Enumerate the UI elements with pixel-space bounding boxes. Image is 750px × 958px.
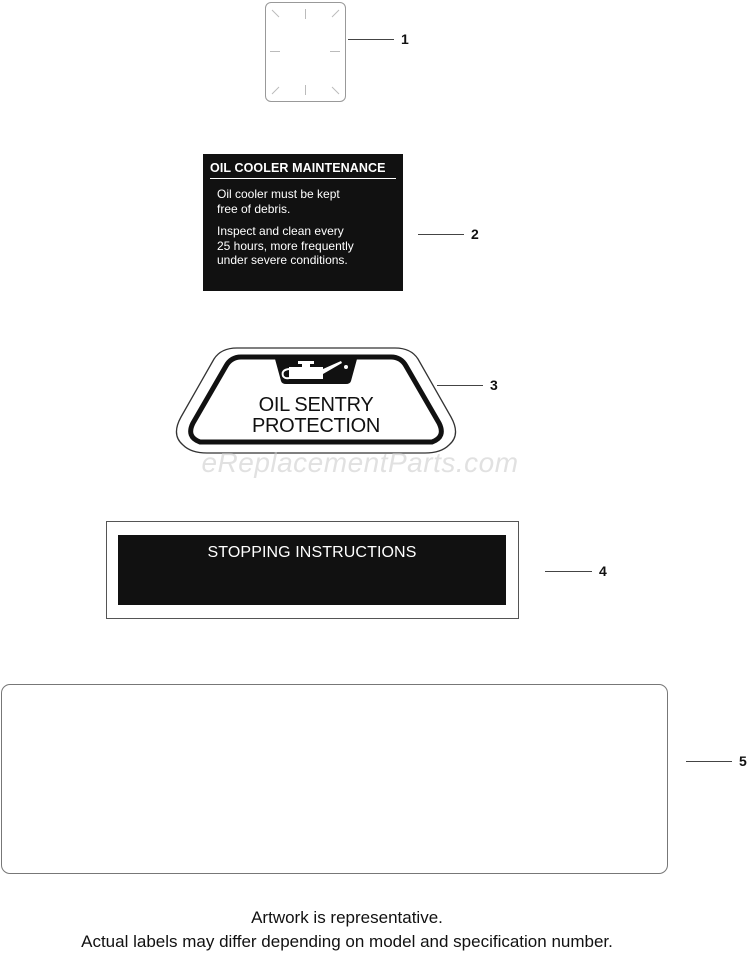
label-line: 25 hours, more frequently: [217, 238, 354, 253]
blank-label-1: [265, 2, 346, 102]
label-line-1: OIL SENTRY: [258, 394, 374, 416]
callout-number-3: 3: [490, 377, 498, 393]
blank-label-5: [1, 684, 668, 874]
label-outline: [175, 347, 457, 454]
label-paragraph: Inspect and clean every 25 hours, more f…: [217, 224, 396, 268]
crop-mark: [270, 51, 280, 52]
footer-line-2: Actual labels may differ depending on mo…: [81, 932, 613, 951]
label-line: free of debris.: [217, 201, 291, 216]
label-line: Inspect and clean every: [217, 224, 344, 238]
callout-line-3: [437, 385, 483, 386]
label-line: Oil cooler must be kept: [217, 187, 340, 201]
crop-mark: [330, 51, 340, 52]
callout-line-4: [545, 571, 592, 572]
oil-can-icon: [275, 359, 357, 384]
callout-line-2: [418, 234, 464, 235]
footer-line-1: Artwork is representative.: [251, 908, 443, 927]
crop-mark-diagonals: [271, 9, 340, 95]
callout-number-1: 1: [401, 31, 409, 47]
footer-note: Artwork is representative. Actual labels…: [0, 906, 694, 954]
stopping-instructions-label: STOPPING INSTRUCTIONS: [106, 521, 519, 619]
label-line-2: PROTECTION: [251, 415, 381, 437]
callout-line-1: [348, 39, 394, 40]
oil-sentry-protection-label: OIL SENTRY PROTECTION: [175, 345, 457, 457]
crop-mark: [305, 9, 306, 19]
label-title: OIL COOLER MAINTENANCE: [210, 161, 396, 179]
label-line: under severe conditions.: [217, 253, 348, 267]
callout-line-5: [686, 761, 732, 762]
callout-number-5: 5: [739, 753, 747, 769]
callout-number-4: 4: [599, 563, 607, 579]
callout-number-2: 2: [471, 226, 479, 242]
label-body: Oil cooler must be kept free of debris. …: [210, 187, 396, 268]
label-text: STOPPING INSTRUCTIONS: [118, 535, 506, 605]
oil-cooler-maintenance-label: OIL COOLER MAINTENANCE Oil cooler must b…: [203, 154, 403, 291]
watermark: eReplacementParts.com: [201, 447, 519, 478]
label-paragraph: Oil cooler must be kept free of debris.: [217, 187, 396, 216]
crop-mark: [305, 85, 306, 95]
